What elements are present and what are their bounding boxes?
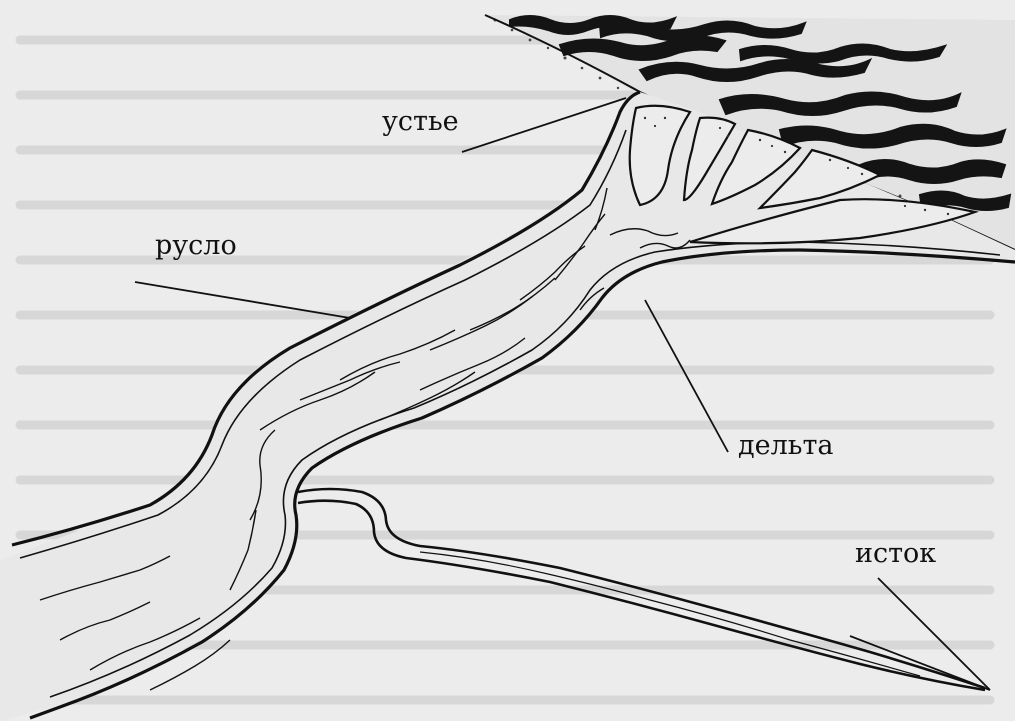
label-channel: русло: [155, 232, 237, 259]
label-source: исток: [855, 540, 936, 567]
tributary-lower-bank: [298, 501, 985, 690]
label-mouth: устье: [382, 108, 459, 135]
label-delta: дельта: [738, 432, 834, 459]
mouth-pointer: [462, 98, 626, 152]
river-body: [0, 92, 1015, 721]
